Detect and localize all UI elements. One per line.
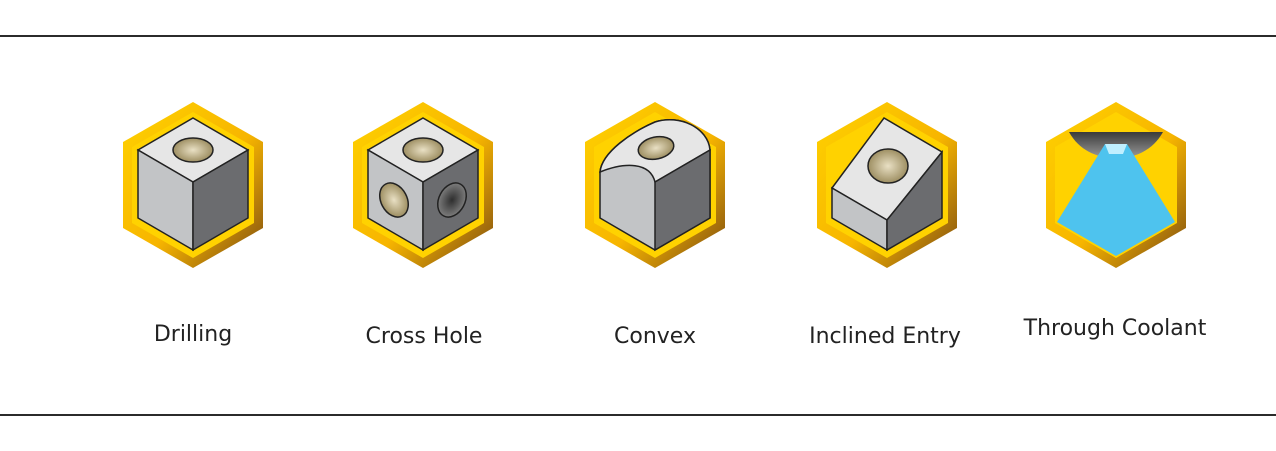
inclined-entry-icon: [812, 100, 962, 270]
feature-label-inclined-entry: Inclined Entry: [809, 324, 961, 349]
feature-badges: [0, 100, 1276, 270]
feature-label-drilling: Drilling: [153, 322, 233, 347]
feature-label-convex: Convex: [614, 324, 696, 349]
top-divider: [0, 35, 1276, 37]
convex-icon: [580, 100, 730, 270]
through-coolant-icon: [1041, 100, 1191, 270]
feature-label-through-coolant: Through Coolant: [1023, 316, 1207, 341]
bottom-divider: [0, 414, 1276, 416]
drilling-icon: [118, 100, 268, 270]
feature-label-cross-hole: Cross Hole: [365, 324, 483, 349]
cross-hole-icon: [348, 100, 498, 270]
